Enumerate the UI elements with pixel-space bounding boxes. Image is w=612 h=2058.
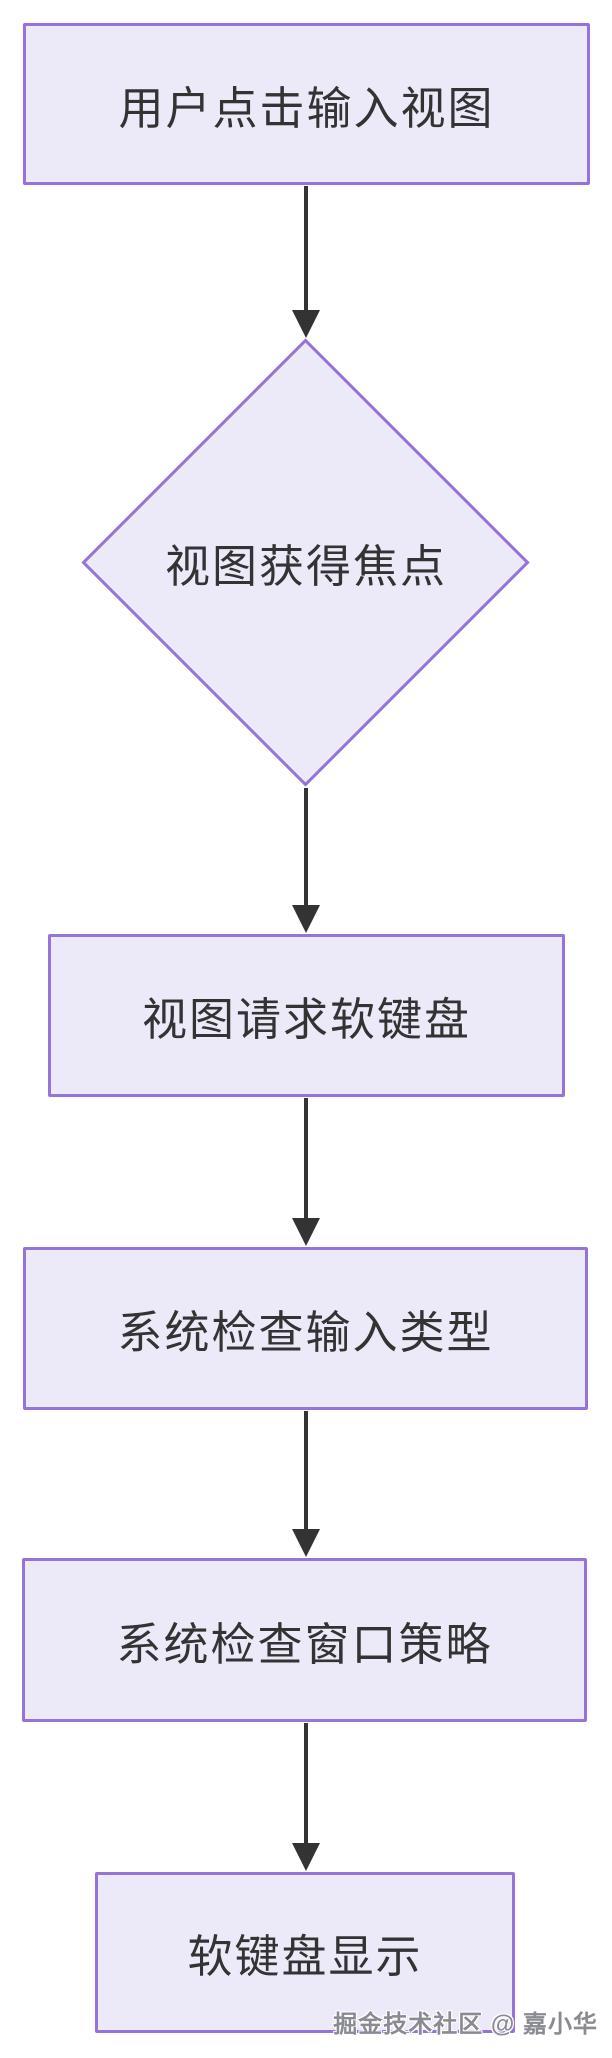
node-label: 用户点击输入视图 xyxy=(118,82,495,134)
arrow-down-4 xyxy=(292,1411,320,1557)
node-view-requests-soft-keyboard: 视图请求软键盘 xyxy=(48,934,565,1097)
node-label: 软键盘显示 xyxy=(187,1931,423,1982)
node-label: 系统检查输入类型 xyxy=(117,1307,494,1358)
node-system-checks-input-type: 系统检查输入类型 xyxy=(23,1247,588,1410)
node-label: 视图请求软键盘 xyxy=(141,994,471,1045)
node-user-click-input-view: 用户点击输入视图 xyxy=(23,23,590,185)
node-label: 系统检查窗口策略 xyxy=(116,1618,493,1670)
node-soft-keyboard-shown: 软键盘显示 xyxy=(95,1872,515,2033)
arrow-down-3 xyxy=(292,1098,320,1246)
node-view-gains-focus-label: 视图获得焦点 xyxy=(82,462,530,662)
node-system-checks-window-policy: 系统检查窗口策略 xyxy=(22,1558,587,1722)
watermark-credit: 掘金技术社区 @ 嘉小华 xyxy=(333,2011,598,2038)
node-label: 视图获得焦点 xyxy=(164,540,447,592)
arrow-down-5 xyxy=(292,1723,320,1871)
arrow-down-2 xyxy=(292,788,320,933)
arrow-down-1 xyxy=(292,186,320,338)
